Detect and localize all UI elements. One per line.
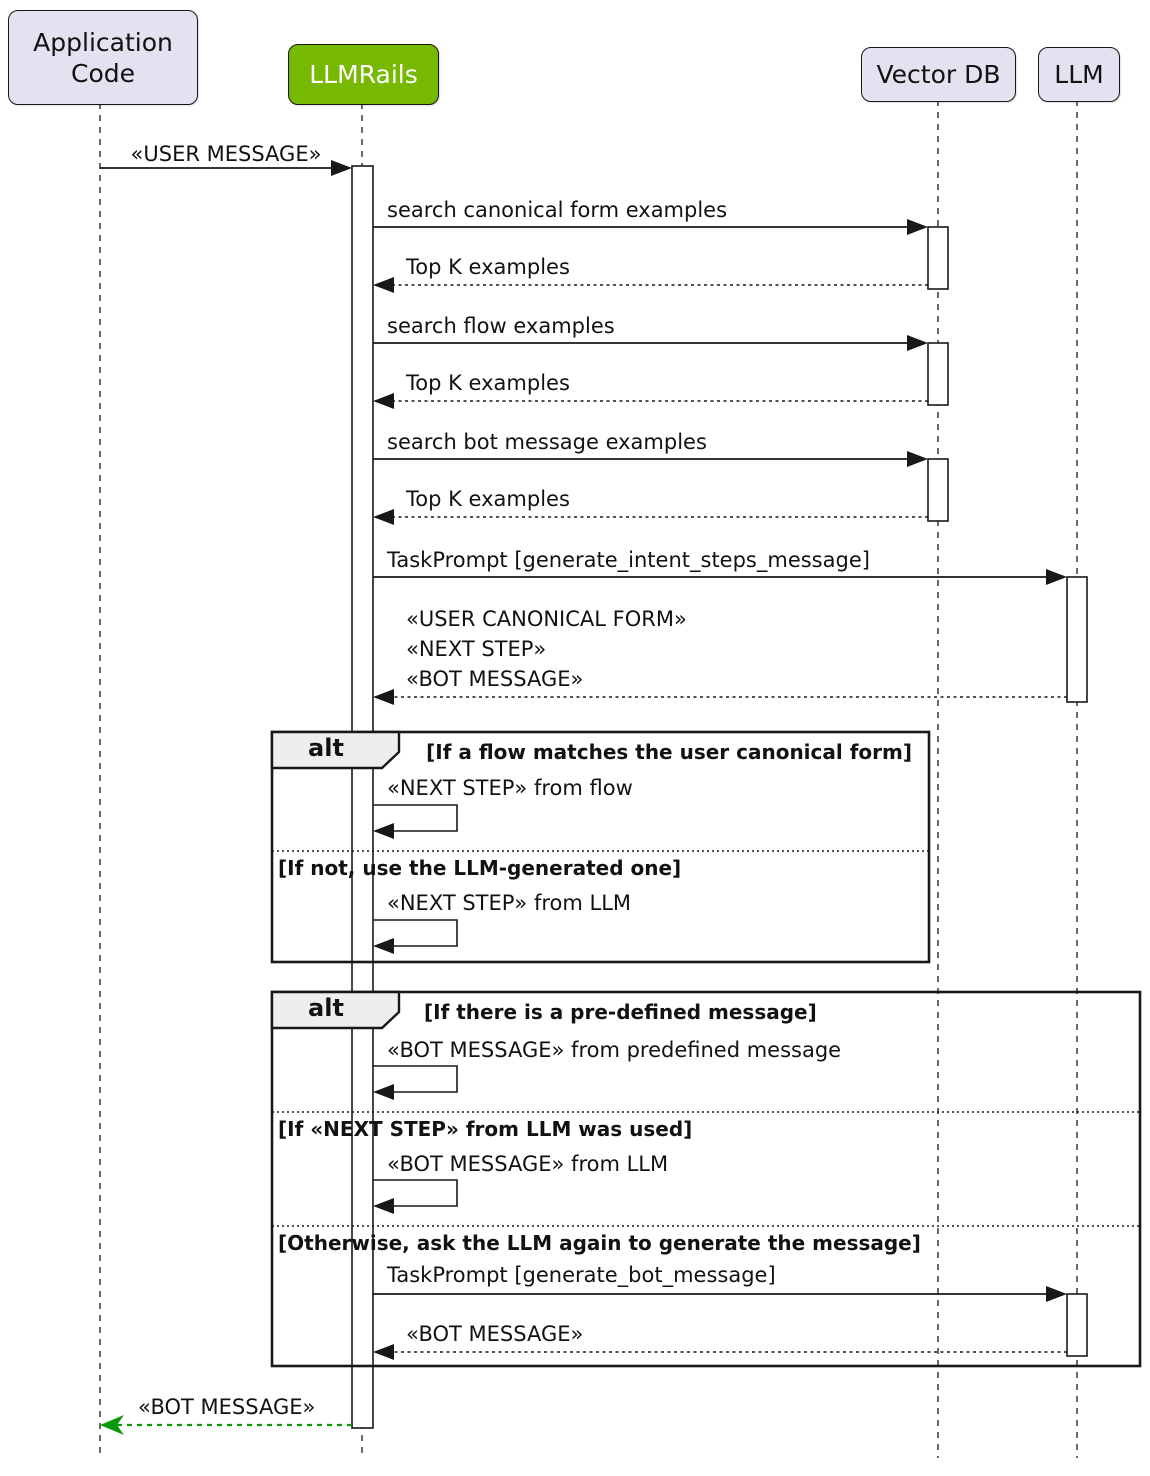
arrowhead-task-prompt-intent bbox=[1046, 569, 1067, 585]
intent-return-line-1: «USER CANONICAL FORM» bbox=[406, 607, 687, 631]
self-arrow-bot-predefined bbox=[373, 1065, 458, 1093]
intent-return-line-2: «NEXT STEP» bbox=[406, 637, 547, 661]
participant-vector-db: Vector DB bbox=[861, 47, 1016, 102]
alt-block-1-tab bbox=[270, 730, 401, 770]
arrowhead-search-bot bbox=[907, 451, 928, 467]
arrowhead-next-step-llm bbox=[373, 938, 394, 954]
participant-llm-label: LLM bbox=[1054, 60, 1104, 89]
arrowhead-next-step-flow bbox=[373, 823, 394, 839]
arrowhead-bot-return bbox=[373, 1344, 394, 1360]
arrowhead-bot-predefined bbox=[373, 1084, 394, 1100]
message-label-search-canonical: search canonical form examples bbox=[387, 198, 728, 222]
intent-return-line-3: «BOT MESSAGE» bbox=[406, 667, 584, 691]
alt-block-2-message-2: «BOT MESSAGE» from LLM bbox=[387, 1152, 669, 1176]
arrowhead-search-canonical bbox=[907, 219, 928, 235]
arrowhead-top-k-1 bbox=[373, 277, 394, 293]
participant-llm: LLM bbox=[1038, 47, 1120, 102]
message-label-search-flow: search flow examples bbox=[387, 314, 615, 338]
activation-llm-2 bbox=[1066, 1293, 1088, 1357]
participant-llmrails-label: LLMRails bbox=[309, 60, 418, 89]
alt-block-1-message-1: «NEXT STEP» from flow bbox=[387, 776, 633, 800]
participant-vector-db-label: Vector DB bbox=[876, 60, 1001, 89]
participant-application-code: Application Code bbox=[8, 10, 198, 105]
activation-vector-db-2 bbox=[927, 342, 949, 406]
message-label-intent-return: «USER CANONICAL FORM» «NEXT STEP» «BOT M… bbox=[406, 604, 687, 694]
message-label-top-k-1: Top K examples bbox=[406, 255, 570, 279]
message-label-task-prompt-intent: TaskPrompt [generate_intent_steps_messag… bbox=[387, 548, 870, 572]
alt-block-1-message-2: «NEXT STEP» from LLM bbox=[387, 891, 632, 915]
participant-application-code-label: Application Code bbox=[33, 27, 173, 88]
self-arrow-bot-from-llm bbox=[373, 1179, 458, 1207]
alt-block-2-guard-3: [Otherwise, ask the LLM again to generat… bbox=[278, 1231, 921, 1255]
alt-block-2-tab bbox=[270, 990, 401, 1030]
alt-block-1-keyword: alt bbox=[308, 734, 344, 762]
activation-vector-db-1 bbox=[927, 226, 949, 290]
arrowhead-final-bot-message bbox=[100, 1415, 124, 1435]
self-arrow-next-step-flow bbox=[373, 804, 458, 832]
message-label-search-bot: search bot message examples bbox=[387, 430, 707, 454]
message-label-final-bot-message: «BOT MESSAGE» bbox=[138, 1395, 316, 1419]
alt-block-1-guard-2: [If not, use the LLM-generated one] bbox=[278, 856, 682, 880]
alt-block-2-task-prompt: TaskPrompt [generate_bot_message] bbox=[387, 1263, 776, 1287]
activation-llm-1 bbox=[1066, 576, 1088, 703]
arrowhead-top-k-3 bbox=[373, 509, 394, 525]
alt-block-2-guard-1: [If there is a pre-defined message] bbox=[424, 1000, 817, 1024]
alt-block-1-frame bbox=[270, 730, 931, 964]
arrowhead-task-prompt-bot bbox=[1046, 1286, 1067, 1302]
arrowhead-user-message bbox=[331, 160, 352, 176]
alt-block-2-return-message: «BOT MESSAGE» bbox=[406, 1322, 584, 1346]
arrowhead-intent-return bbox=[373, 689, 394, 705]
arrowhead-search-flow bbox=[907, 335, 928, 351]
alt-block-2-keyword: alt bbox=[308, 994, 344, 1022]
self-arrow-next-step-llm bbox=[373, 919, 458, 947]
alt-block-2-guard-2: [If «NEXT STEP» from LLM was used] bbox=[278, 1117, 693, 1141]
alt-block-2-frame bbox=[270, 990, 1142, 1368]
activation-vector-db-3 bbox=[927, 458, 949, 522]
message-label-top-k-3: Top K examples bbox=[406, 487, 570, 511]
message-label-user-message: «USER MESSAGE» bbox=[130, 142, 322, 166]
message-label-top-k-2: Top K examples bbox=[406, 371, 570, 395]
alt-block-1-guard-1: [If a flow matches the user canonical fo… bbox=[426, 740, 912, 764]
arrowhead-bot-from-llm bbox=[373, 1198, 394, 1214]
arrowhead-top-k-2 bbox=[373, 393, 394, 409]
alt-block-2-message-1: «BOT MESSAGE» from predefined message bbox=[387, 1038, 842, 1062]
participant-llmrails: LLMRails bbox=[288, 44, 439, 105]
